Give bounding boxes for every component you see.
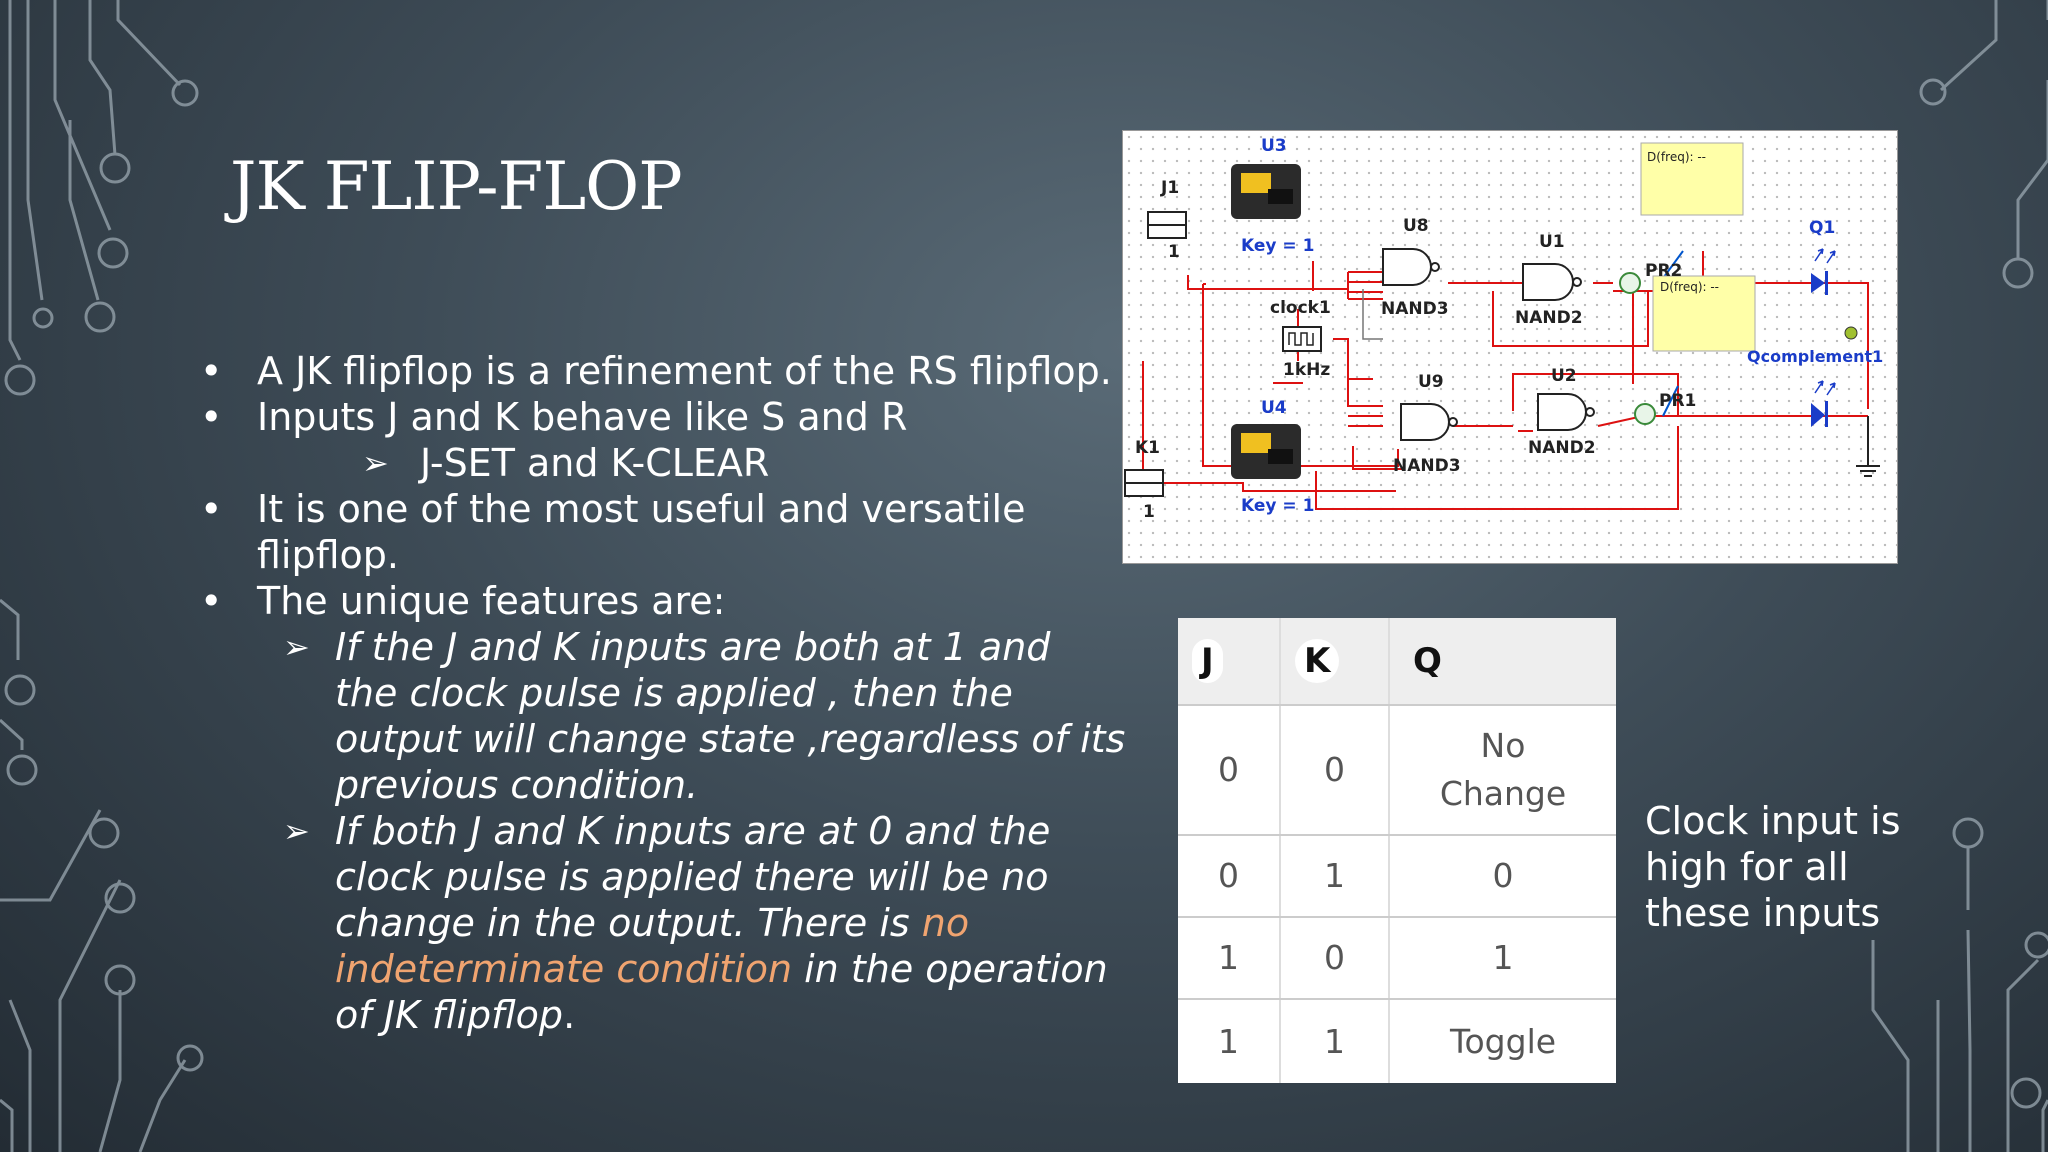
clock-note: Clock input is high for all these inputs <box>1645 799 1901 935</box>
label-u9: U9 <box>1418 372 1444 392</box>
list-item: • Inputs J and K behave like S and R <box>200 394 1120 440</box>
nand-gate-u8 <box>1382 248 1432 286</box>
list-item: • The unique features are: <box>200 578 1120 624</box>
circuit-schematic: J1 1 K1 1 clock1 1kHz U8 NAND3 U1 NAND2 … <box>1124 136 1883 522</box>
label-nand3b: NAND3 <box>1393 456 1461 476</box>
switch-u4 <box>1231 424 1301 479</box>
cell-q: 1 <box>1389 917 1616 1000</box>
table-row: 0 1 0 <box>1178 835 1616 918</box>
table-header-row: J K Q <box>1178 618 1616 706</box>
slide-title: JK FLIP-FLOP <box>230 148 683 225</box>
cell-j: 1 <box>1178 999 1281 1083</box>
cell-k: 0 <box>1280 917 1390 1000</box>
label-k1-value: 1 <box>1143 502 1155 522</box>
table-row: 0 0 No Change <box>1178 705 1616 836</box>
label-qcomplement: Qcomplement1 <box>1747 347 1883 366</box>
cell-j: 1 <box>1178 917 1281 1000</box>
bullet-text: flipflop. <box>257 533 399 577</box>
list-item: ➢ J-SET and K-CLEAR <box>200 440 1120 486</box>
label-nand2b: NAND2 <box>1528 438 1596 458</box>
label-pr2: PR2 <box>1645 261 1682 281</box>
switch-u3 <box>1231 164 1301 219</box>
label-dfreq2: D(freq): -- <box>1660 280 1719 294</box>
cell-k: 1 <box>1280 835 1390 918</box>
label-clock: clock1 <box>1270 298 1331 318</box>
label-dfreq1: D(freq): -- <box>1647 150 1706 164</box>
feature-text: If the J and K inputs are both at 1 and <box>335 625 1051 669</box>
arrow-marker: ➢ <box>362 444 389 482</box>
label-k1: K1 <box>1135 438 1160 458</box>
arrow-marker: ➢ <box>283 628 310 666</box>
feature-text: output will change state ,regardless of … <box>335 717 1126 761</box>
frequency-readout-1 <box>1640 142 1744 216</box>
highlight-text: indeterminate condition <box>335 947 793 991</box>
highlight-text: no <box>921 901 970 945</box>
cell-q: No Change <box>1389 705 1616 836</box>
truth-table: J K Q 0 0 No Change 0 1 0 1 0 1 1 1 Togg… <box>1178 618 1616 1083</box>
list-item: • A JK flipflop is a refinement of the R… <box>200 348 1120 394</box>
column-header-k: K <box>1280 618 1390 706</box>
nand-gate-u2 <box>1537 393 1587 431</box>
feature-1: ➢ If the J and K inputs are both at 1 an… <box>200 624 1125 808</box>
table-row: 1 0 1 <box>1178 917 1616 1000</box>
label-q1: Q1 <box>1809 218 1835 238</box>
bullet-marker: • <box>200 349 223 393</box>
cell-k: 1 <box>1280 999 1390 1083</box>
cell-k: 0 <box>1280 705 1390 836</box>
probe-pr2 <box>1619 272 1641 294</box>
label-pr1: PR1 <box>1659 391 1696 411</box>
label-u4: U4 <box>1261 398 1287 418</box>
nand-gate-u9 <box>1400 403 1450 441</box>
feature-text: in the operation <box>792 947 1108 991</box>
label-freq: 1kHz <box>1283 360 1330 380</box>
cell-j: 0 <box>1178 835 1281 918</box>
sub-bullet-text: J-SET and K-CLEAR <box>420 441 770 485</box>
frequency-readout-2 <box>1652 275 1756 352</box>
label-nand3a: NAND3 <box>1381 299 1449 319</box>
list-item-continuation: flipflop. <box>200 532 1120 578</box>
nand-gate-u1 <box>1522 263 1574 301</box>
circuit-trace-decoration-right <box>1871 0 2048 1152</box>
feature-text: . <box>563 993 576 1037</box>
column-header-q: Q <box>1389 618 1616 706</box>
label-u2: U2 <box>1551 366 1577 386</box>
label-u1: U1 <box>1539 232 1565 252</box>
bullet-text: It is one of the most useful and versati… <box>257 487 1026 531</box>
bullet-marker: • <box>200 487 223 531</box>
feature-text: clock pulse is applied there will be no <box>335 855 1049 899</box>
label-key1: Key = 1 <box>1241 236 1314 256</box>
feature-text: If both J and K inputs are at 0 and the <box>335 809 1051 853</box>
label-j1-value: 1 <box>1168 242 1180 262</box>
probe-pr1 <box>1634 403 1656 425</box>
feature-text: previous condition. <box>335 763 699 807</box>
table-row: 1 1 Toggle <box>1178 999 1616 1083</box>
bullet-text: The unique features are: <box>257 579 726 623</box>
led-qcomplement <box>1811 403 1825 427</box>
bullet-list: • A JK flipflop is a refinement of the R… <box>200 348 1125 1038</box>
column-header-j: J <box>1178 618 1281 706</box>
label-u8: U8 <box>1403 216 1429 236</box>
list-item: • It is one of the most useful and versa… <box>200 486 1120 532</box>
cell-q: 0 <box>1389 835 1616 918</box>
cell-j: 0 <box>1178 705 1281 836</box>
bullet-marker: • <box>200 579 223 623</box>
bullet-text: A JK flipflop is a refinement of the RS … <box>257 349 1112 393</box>
bullet-marker: • <box>200 395 223 439</box>
arrow-marker: ➢ <box>283 812 310 850</box>
label-nand2a: NAND2 <box>1515 308 1583 328</box>
label-j1: J1 <box>1160 178 1179 198</box>
indicator-dot <box>1844 326 1858 340</box>
bullet-text: Inputs J and K behave like S and R <box>257 395 908 439</box>
feature-text: change in the output. There is <box>335 901 922 945</box>
jk-flipflop-circuit-diagram: J1 1 K1 1 clock1 1kHz U8 NAND3 U1 NAND2 … <box>1122 130 1898 564</box>
feature-text: of JK flipflop <box>335 993 564 1037</box>
cell-q: Toggle <box>1449 1021 1557 1061</box>
led-q1 <box>1811 273 1825 293</box>
label-u3: U3 <box>1261 136 1287 156</box>
feature-2: ➢ If both J and K inputs are at 0 and th… <box>200 808 1120 1038</box>
label-key2: Key = 1 <box>1241 496 1314 516</box>
feature-text: the clock pulse is applied , then the <box>335 671 1013 715</box>
circuit-trace-decoration-left <box>0 0 204 1152</box>
